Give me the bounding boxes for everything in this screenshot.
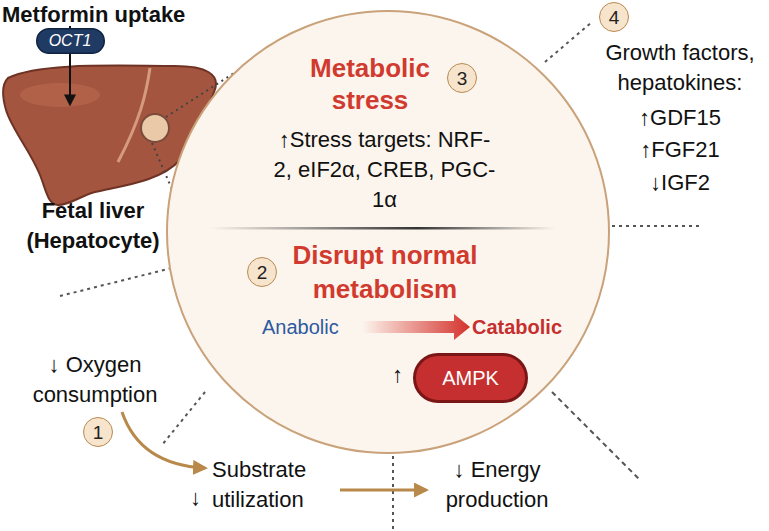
factor-item: ↓IGF2 (595, 168, 765, 198)
section-heading: Metabolic stress (280, 52, 460, 116)
transporter-label: OCT1 (36, 28, 105, 54)
change-arrow: ↓ (190, 483, 201, 513)
hepatocyte-circle: AMPK Metabolic stress ↑Stress targets: NRF… (166, 10, 610, 454)
section-heading: Disrupt normal metabolism (285, 238, 485, 306)
ampk-pill: AMPK (413, 353, 528, 403)
state-label: Catabolic (472, 314, 562, 340)
state-label: Anabolic (262, 314, 339, 340)
flow-arrow (340, 489, 426, 492)
divider-dots (545, 22, 592, 62)
circle-shape (167, 11, 609, 453)
factor-heading: Growth factors, hepatokines: (595, 38, 765, 98)
divider-dots (552, 392, 640, 480)
divider-dots (162, 392, 205, 445)
target-list: ↑Stress targets: NRF-2, eIF2α, CREB, PGC… (272, 125, 497, 215)
divider-dots (60, 268, 172, 296)
liver-ligament (118, 68, 150, 162)
transporter-pill-shape (36, 29, 104, 54)
kinase-label: AMPK (413, 353, 528, 403)
change-arrow: ↑ (392, 362, 403, 388)
section-divider (210, 227, 555, 230)
liver-highlight (20, 83, 100, 107)
source-title: Metformin uptake (2, 0, 185, 30)
callout-number: 2 (247, 257, 277, 287)
effect-label: Substrate utilization (212, 455, 330, 515)
effect-label: ↓ Oxygen consumption (5, 350, 185, 410)
shift-arrow (362, 314, 470, 340)
organ-label: Fetal liver (Hepatocyte) (8, 196, 178, 256)
divider-dots (392, 456, 394, 531)
callout-number: 3 (447, 63, 477, 93)
ampk-pill-shape (415, 355, 527, 402)
hepatocyte-zoom-circle (141, 114, 169, 142)
factor-item: ↑FGF21 (595, 135, 765, 165)
divider-dots (612, 225, 702, 227)
flow-arrow (122, 412, 205, 468)
callout-number: 4 (599, 2, 629, 32)
callout-number: 1 (83, 417, 113, 447)
transporter-pill: OCT1 (36, 28, 105, 54)
effect-label: ↓ Energy production (432, 455, 562, 515)
factor-item: ↑GDF15 (595, 103, 765, 133)
